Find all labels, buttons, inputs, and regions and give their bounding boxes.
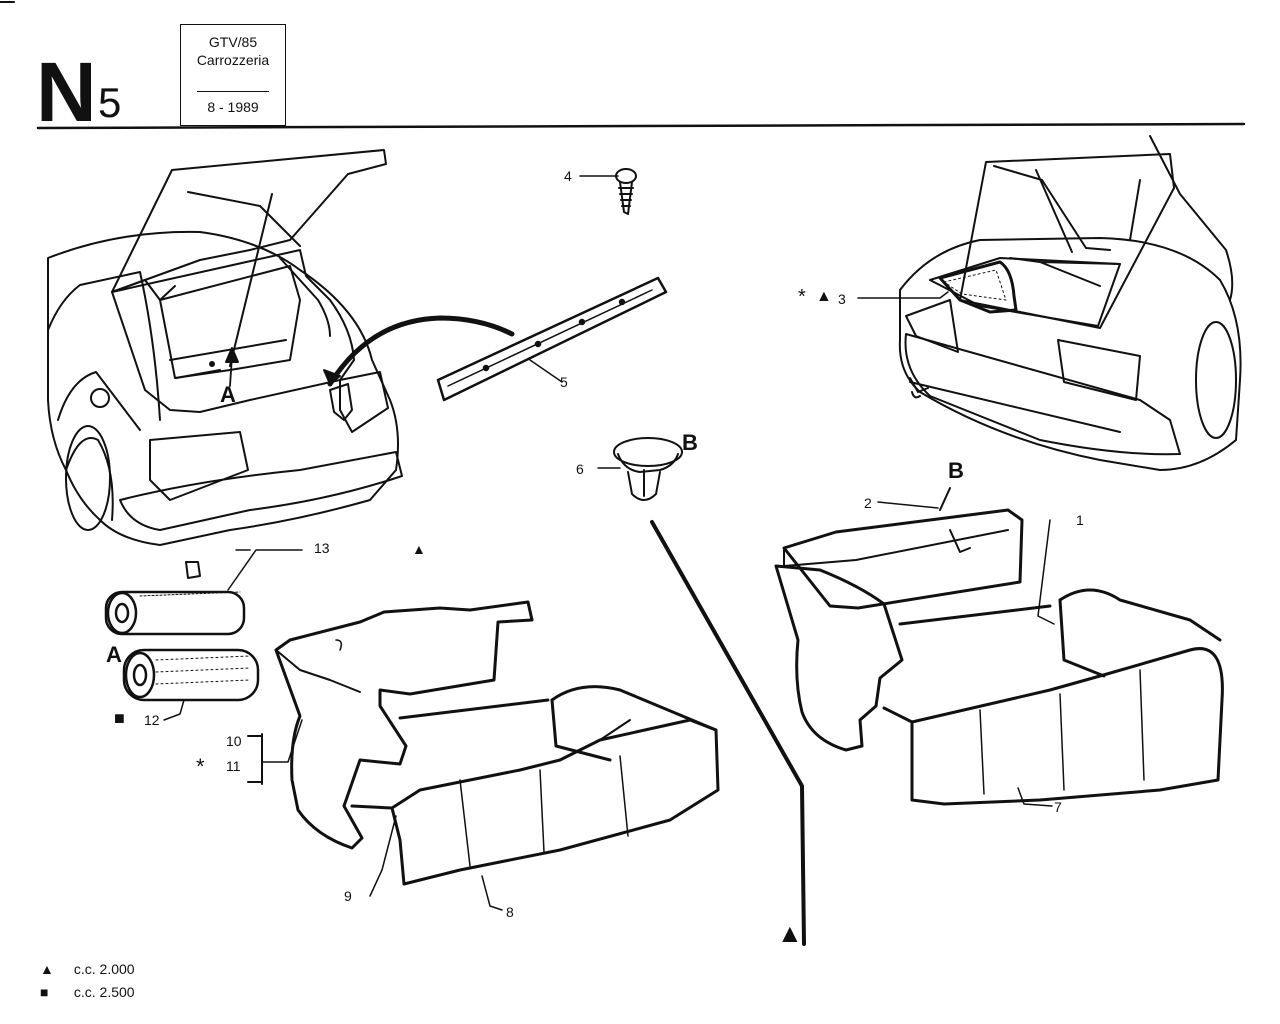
callout-3: 3 [838, 291, 846, 307]
screw-part-4 [615, 168, 637, 215]
category-label: Carrozzeria [196, 52, 270, 68]
triangle-marker-3: ▲ [816, 288, 832, 305]
car-right-illustration [898, 135, 1242, 471]
clip-part-6 [613, 437, 683, 501]
section-letter: N [36, 45, 97, 139]
callout-1: 1 [1076, 512, 1084, 528]
ref-letter-a-roll: A [106, 642, 122, 667]
car-left-illustration [47, 149, 515, 579]
asterisk-marker-3: * [798, 286, 806, 308]
trunk-trim-set-left [274, 600, 720, 886]
callout-4: 4 [564, 168, 572, 184]
callout-11: 11 [226, 758, 241, 774]
legend-text-2: c.c. 2.500 [73, 984, 135, 1000]
trim-roll-part-13 [104, 590, 246, 636]
callout-7: 7 [1054, 799, 1062, 815]
callout-12: 12 [144, 712, 160, 728]
legend-row-2: ■ c.c. 2.500 [40, 984, 135, 1000]
triangle-marker-bottom: ▲ [777, 918, 803, 948]
callout-2: 2 [864, 495, 872, 511]
legend-text-1: c.c. 2.000 [73, 961, 135, 977]
legend-row-1: ▲ c.c. 2.000 [40, 961, 135, 977]
header-rule [36, 122, 1246, 130]
callout-9: 9 [344, 888, 352, 904]
leader-5 [529, 359, 563, 383]
header-info-box: GTV/85 Carrozzeria 8 - 1989 [180, 24, 286, 126]
trim-roll-part-12 [122, 648, 260, 702]
section-number: 5 [98, 79, 122, 126]
header-divider [197, 91, 269, 92]
trunk-trim-set-right [774, 508, 1224, 806]
callout-8: 8 [506, 904, 514, 920]
callout-6: 6 [576, 461, 584, 477]
legend-symbol-triangle: ▲ [40, 961, 54, 977]
seal-strip-part-5 [436, 276, 668, 402]
legend-symbol-square: ■ [40, 984, 49, 1000]
callout-5: 5 [560, 374, 568, 390]
asterisk-marker-10-11: * [196, 754, 205, 779]
date-label: 8 - 1989 [207, 99, 259, 115]
callout-13: 13 [314, 540, 330, 556]
model-label: GTV/85 [208, 34, 258, 50]
callout-10: 10 [226, 733, 242, 749]
leader-lines [163, 175, 1055, 946]
ref-letter-b-clip: B [682, 430, 698, 455]
ref-letter-b-panel: B [948, 458, 964, 483]
square-marker-12: ■ [114, 708, 125, 728]
triangle-marker-13: ▲ [412, 541, 426, 557]
ref-letter-a-car: A [220, 382, 236, 407]
